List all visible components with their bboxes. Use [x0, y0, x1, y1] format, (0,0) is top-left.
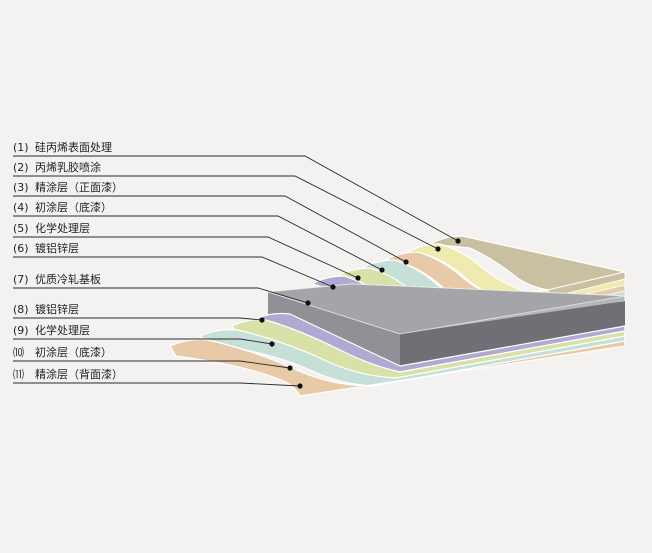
- layer-label-8: 镀铝锌层: [35, 302, 79, 316]
- layer-number-6: (6): [13, 242, 29, 255]
- leader-line-7: [13, 287, 309, 304]
- leader-dot-9: [269, 341, 275, 347]
- leader-line-4: [13, 215, 383, 271]
- layer-label-3: 精涂层（正面漆）: [35, 180, 123, 194]
- leader-dot-4: [379, 267, 385, 273]
- leader-line-8: [13, 317, 263, 321]
- leader-dot-7: [305, 300, 311, 306]
- substrate-front-face: [268, 292, 400, 366]
- layer-10-face: [199, 329, 626, 387]
- substrate-top: [267, 283, 626, 335]
- layer-number-9: (9): [13, 324, 29, 337]
- leader-dot-10: [287, 365, 293, 371]
- leader-line-9: [13, 338, 273, 345]
- leader-dot-11: [297, 383, 303, 389]
- layer-number-11: ⑾: [13, 367, 24, 381]
- layer-label-1: 硅丙烯表面处理: [35, 140, 112, 154]
- layer-label-7: 优质冷轧基板: [35, 272, 101, 286]
- layer-label-6: 镀铝锌层: [35, 241, 79, 255]
- layer-11-face: [169, 339, 626, 397]
- leader-dot-1: [455, 238, 461, 244]
- layer-label-11: 精涂层（背面漆）: [35, 367, 123, 381]
- layer-label-5: 化学处理层: [35, 221, 90, 235]
- layer-number-8: (8): [13, 303, 29, 316]
- layer-label-2: 丙烯乳胶喷涂: [35, 160, 101, 174]
- leader-line-11: [13, 382, 301, 387]
- layer-number-1: (1): [13, 141, 29, 154]
- layer-label-9: 化学处理层: [35, 323, 90, 337]
- leader-dot-2: [435, 246, 441, 252]
- layer-2-top-face: [407, 243, 549, 304]
- layer-label-10: 初涂层（底漆）: [35, 345, 112, 359]
- layer-number-7: (7): [13, 273, 29, 286]
- layer-label-4: 初涂层（底漆）: [35, 200, 112, 214]
- leader-dot-3: [403, 259, 409, 265]
- layer-number-5: (5): [13, 222, 29, 235]
- leader-line-1: [13, 155, 459, 242]
- leader-line-5: [13, 236, 359, 279]
- leader-line-3: [13, 195, 407, 263]
- substrate-side-face: [400, 301, 625, 366]
- leader-dot-5: [355, 275, 361, 281]
- leader-dot-6: [330, 284, 336, 290]
- layer-1-top-face: [429, 235, 626, 291]
- leader-dot-8: [259, 317, 265, 323]
- layer-number-2: (2): [13, 161, 29, 174]
- leader-line-10: [13, 360, 291, 369]
- layer-number-3: (3): [13, 181, 29, 194]
- leader-line-6: [13, 256, 334, 288]
- layer-number-4: (4): [13, 201, 29, 214]
- layer-number-10: ⑽: [13, 346, 24, 359]
- leader-line-2: [13, 175, 439, 250]
